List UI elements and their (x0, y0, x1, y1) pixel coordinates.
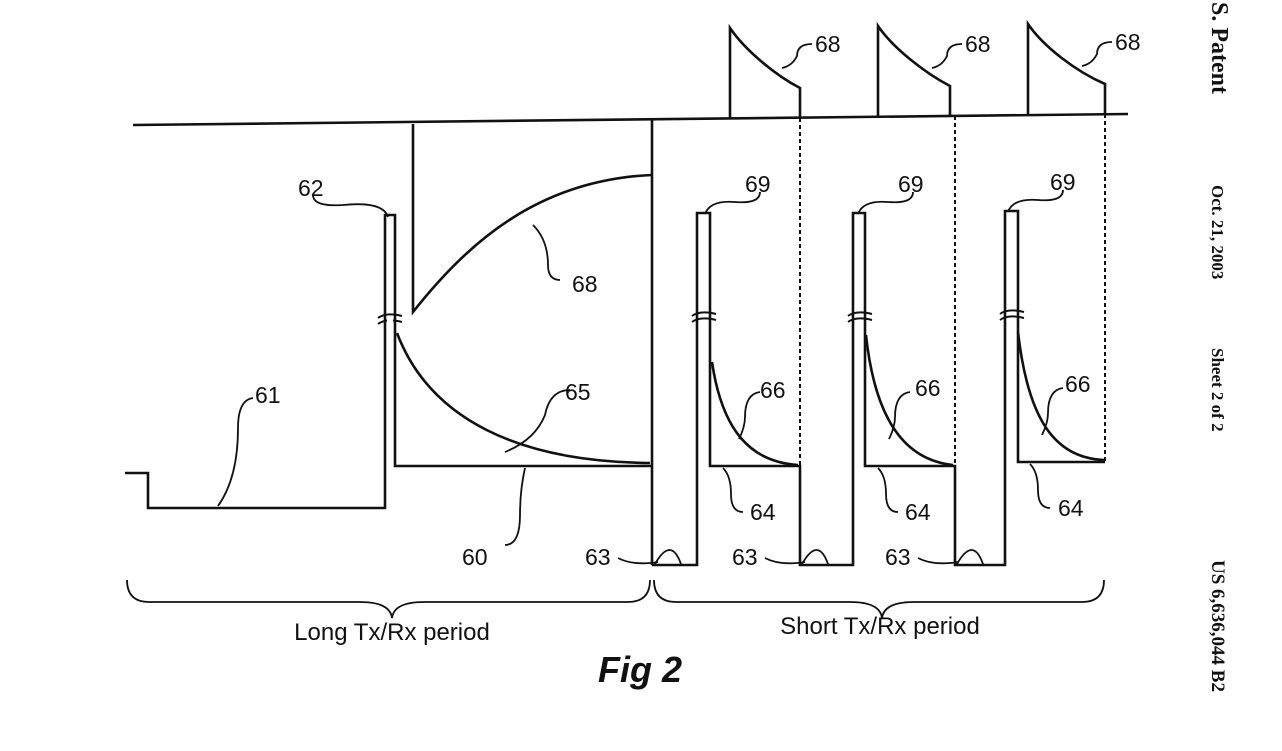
ref-66: 66 (760, 377, 786, 403)
ref-64: 64 (750, 499, 776, 525)
short-signal (652, 209, 1105, 567)
ref-69: 69 (1050, 169, 1076, 195)
long-period-label: Long Tx/Rx period (294, 619, 490, 646)
curves-66 (710, 331, 1105, 467)
ref-68: 68 (1115, 29, 1141, 55)
curve-68-long (411, 124, 653, 316)
ref-64: 64 (1058, 495, 1084, 521)
ref-66: 66 (1065, 371, 1091, 397)
patent-label: S. Patent (1206, 2, 1232, 94)
ref-63: 63 (585, 544, 611, 570)
figure-caption: Fig 2 (598, 649, 682, 690)
ref-65: 65 (565, 379, 591, 405)
sheet-number: Sheet 2 of 2 (1208, 348, 1227, 432)
ref-69: 69 (898, 171, 924, 197)
curve-65 (395, 332, 651, 465)
ref-68: 68 (965, 31, 991, 57)
break-marks-69 (691, 309, 1025, 323)
ref-60: 60 (462, 544, 488, 570)
ref-64: 64 (905, 499, 931, 525)
bumps-63 (654, 549, 984, 565)
top-line (132, 112, 1129, 127)
leader-lines (217, 41, 1113, 565)
ref-62: 62 (298, 175, 324, 201)
ref-61: 61 (255, 382, 281, 408)
ref-68-long: 68 (572, 271, 598, 297)
ref-68: 68 (815, 31, 841, 57)
dashed-verticals (799, 114, 1106, 466)
pulses-68 (728, 19, 1107, 118)
ref-63: 63 (732, 544, 758, 570)
ref-66: 66 (915, 375, 941, 401)
ref-69: 69 (745, 171, 771, 197)
ref-63: 63 (885, 544, 911, 570)
brace-short (653, 579, 1105, 619)
patent-date: Oct. 21, 2003 (1208, 185, 1227, 279)
patent-number: US 6,636,044 B2 (1207, 560, 1228, 692)
signal-61 (125, 213, 652, 510)
short-period-label: Short Tx/Rx period (780, 613, 980, 640)
brace-long (126, 579, 651, 619)
